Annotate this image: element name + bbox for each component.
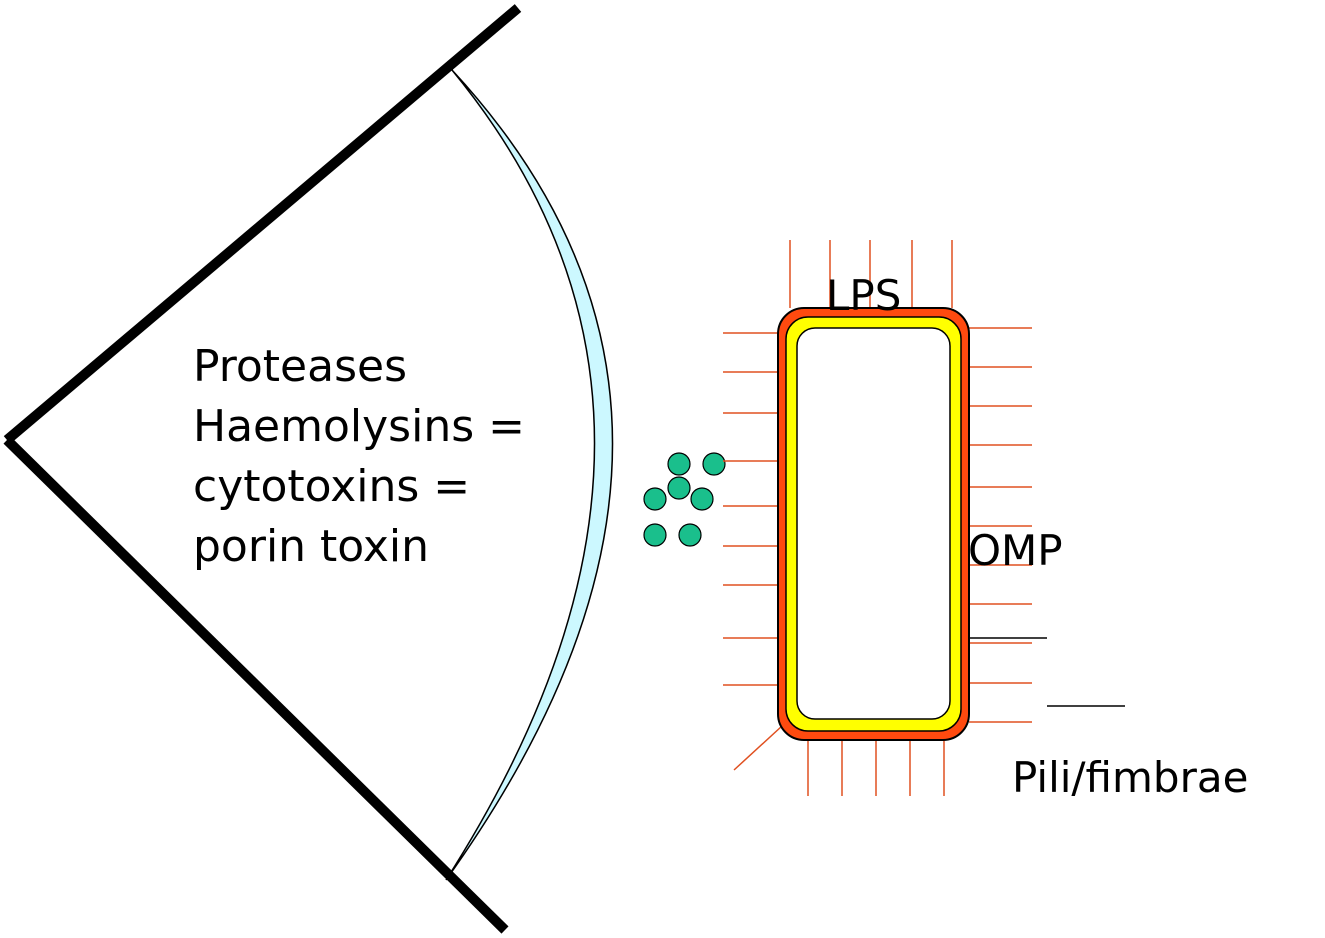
- toxin-particle: [667, 476, 691, 500]
- host-cell: [3, 4, 522, 934]
- toxin-particle: [702, 452, 726, 476]
- toxin-label-line-3: cytotoxins =: [193, 461, 470, 512]
- toxin-label-line-4: porin toxin: [193, 521, 429, 572]
- toxin-particle: [678, 523, 702, 547]
- toxin-particles: [643, 452, 726, 547]
- pilus-line: [733, 725, 783, 771]
- toxin-label-line-2: Haemolysins =: [193, 401, 525, 452]
- toxin-particle: [643, 523, 667, 547]
- toxin-particle: [667, 452, 691, 476]
- host-cell-lower-edge: [3, 436, 509, 934]
- pili-label: Pili/fimbrae: [1012, 753, 1248, 802]
- toxin-particle: [643, 487, 667, 511]
- host-membrane: [445, 69, 614, 881]
- toxin-label-block: Proteases Haemolysins = cytotoxins = por…: [193, 341, 525, 572]
- lps-label: LPS: [826, 271, 901, 320]
- omp-label: OMP: [968, 526, 1063, 575]
- pili-lines: [723, 240, 1032, 796]
- toxin-label-line-1: Proteases: [193, 341, 407, 392]
- bacterium: [777, 307, 970, 741]
- host-cell-upper-edge: [3, 4, 522, 444]
- bacterium-cytoplasm: [796, 327, 951, 720]
- toxin-particle: [690, 487, 714, 511]
